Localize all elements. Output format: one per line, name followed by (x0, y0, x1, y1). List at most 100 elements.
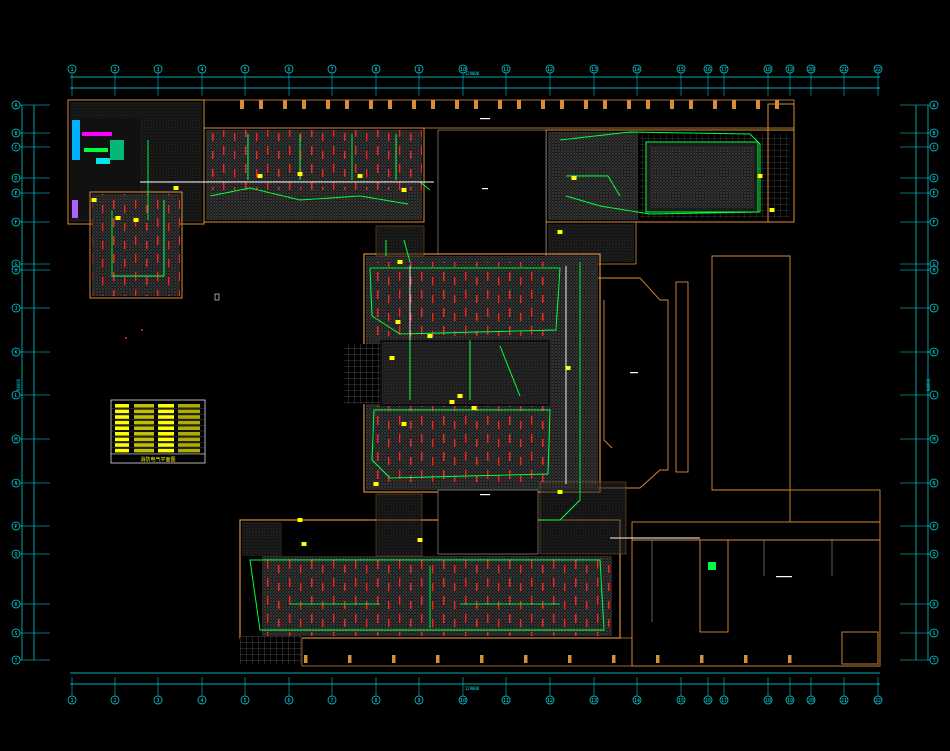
row-axis-bubble (929, 173, 939, 183)
column-axis-label: 14 (634, 67, 640, 73)
row-axis-label: T (14, 658, 17, 664)
row-axis-label: H (14, 268, 17, 274)
legend-description (158, 437, 174, 442)
legend-description (158, 404, 174, 408)
column-axis-bubble (703, 64, 713, 74)
column-axis-bubble (873, 64, 883, 74)
row-axis-bubble (929, 628, 939, 638)
legend-description (158, 409, 174, 414)
column-axis-label: 8 (374, 67, 377, 73)
row-axis-label: G (932, 262, 935, 268)
detector-icon (373, 482, 379, 486)
row-axis-bubble (929, 188, 939, 198)
row-axis-bubble (929, 128, 939, 138)
row-axis-label: D (932, 176, 935, 182)
stray-marker (214, 293, 220, 301)
row-axis-label: N (14, 481, 17, 487)
row-axis-bubble (11, 265, 21, 275)
row-axis-bubble (11, 628, 21, 638)
detector-icon (449, 400, 455, 404)
detector-icon (757, 174, 763, 178)
legend-description (134, 426, 154, 430)
facade-column (345, 100, 349, 109)
legend-symbol (115, 404, 129, 408)
facade-column (326, 100, 330, 109)
right-overall-dimension: 84000 (926, 378, 931, 391)
assembly-hall (598, 255, 791, 491)
column-axis-label: 4 (200, 698, 203, 704)
legend-symbol (115, 432, 129, 436)
column-axis-label: 2 (113, 67, 116, 73)
detector-icon (401, 422, 407, 426)
column-axis-bubble (763, 695, 773, 705)
column-axis-label: 3 (156, 698, 159, 704)
detector-icon (173, 186, 179, 190)
legend-quantity (178, 426, 200, 430)
facade-column (348, 655, 352, 663)
row-axis-label: P (932, 524, 935, 530)
row-axis-bubble (11, 128, 21, 138)
facade-column (646, 100, 650, 109)
row-axis-label: C (14, 145, 17, 151)
row-axis-label: H (932, 268, 935, 274)
column-axis-bubble (327, 695, 337, 705)
legend-quantity (178, 443, 200, 447)
detector-icon (397, 260, 403, 264)
column-axis-label: 12 (547, 67, 553, 73)
facade-column (455, 100, 459, 109)
detector-icon (395, 320, 401, 324)
row-axis-label: G (14, 262, 17, 268)
column-axis-bubble (414, 695, 424, 705)
row-axis-label: B (14, 131, 17, 137)
stray-marker (125, 337, 127, 339)
column-axis-bubble (806, 64, 816, 74)
facade-column (603, 100, 607, 109)
facade-column (304, 655, 308, 663)
column-axis-label: 19 (787, 67, 793, 73)
facade-column (788, 655, 792, 663)
row-axis-bubble (929, 142, 939, 152)
column-axis-label: 20 (808, 698, 814, 704)
facade-column (259, 100, 263, 109)
courtyard-label-mark (480, 118, 490, 120)
column-axis-label: 17 (721, 67, 727, 73)
facade-column (283, 100, 287, 109)
row-axis-label: E (14, 191, 17, 197)
legend-table: 消防电气平面图 (110, 399, 206, 464)
column-axis-label: 22 (875, 698, 881, 704)
row-axis-bubble (11, 217, 21, 227)
row-axis-label: C (932, 145, 935, 151)
legend-symbol (115, 426, 129, 430)
legend-quantity (178, 415, 200, 419)
facade-column-blocks (240, 100, 792, 663)
column-axis-bubble (67, 695, 77, 705)
column-axis-bubble (632, 64, 642, 74)
column-axis-bubble (110, 695, 120, 705)
column-axis-label: 16 (705, 698, 711, 704)
column-axis-label: 8 (374, 698, 377, 704)
legend-description (134, 404, 154, 408)
row-axis-label: J (932, 306, 935, 312)
legend-quantity (178, 409, 200, 414)
column-axis-label: 19 (787, 698, 793, 704)
riser-lines (140, 181, 700, 539)
detector-icon (133, 218, 139, 222)
column-axis-label: 18 (765, 698, 771, 704)
legend-quantity (178, 437, 200, 442)
facade-column (302, 100, 306, 109)
legend-quantity (178, 420, 200, 425)
legend-description (134, 443, 154, 447)
column-axis-label: 20 (808, 67, 814, 73)
legend-symbol (115, 420, 129, 425)
column-axis-label: 21 (841, 67, 847, 73)
legend-description (158, 415, 174, 419)
legend-description (134, 415, 154, 419)
column-axis-bubble (839, 695, 849, 705)
row-axis-label: R (932, 602, 936, 608)
courtyard-label-mark (482, 188, 488, 190)
column-axis-label: 4 (200, 67, 203, 73)
detector-icon (401, 188, 407, 192)
row-axis-bubble (11, 478, 21, 488)
facade-column (744, 655, 748, 663)
